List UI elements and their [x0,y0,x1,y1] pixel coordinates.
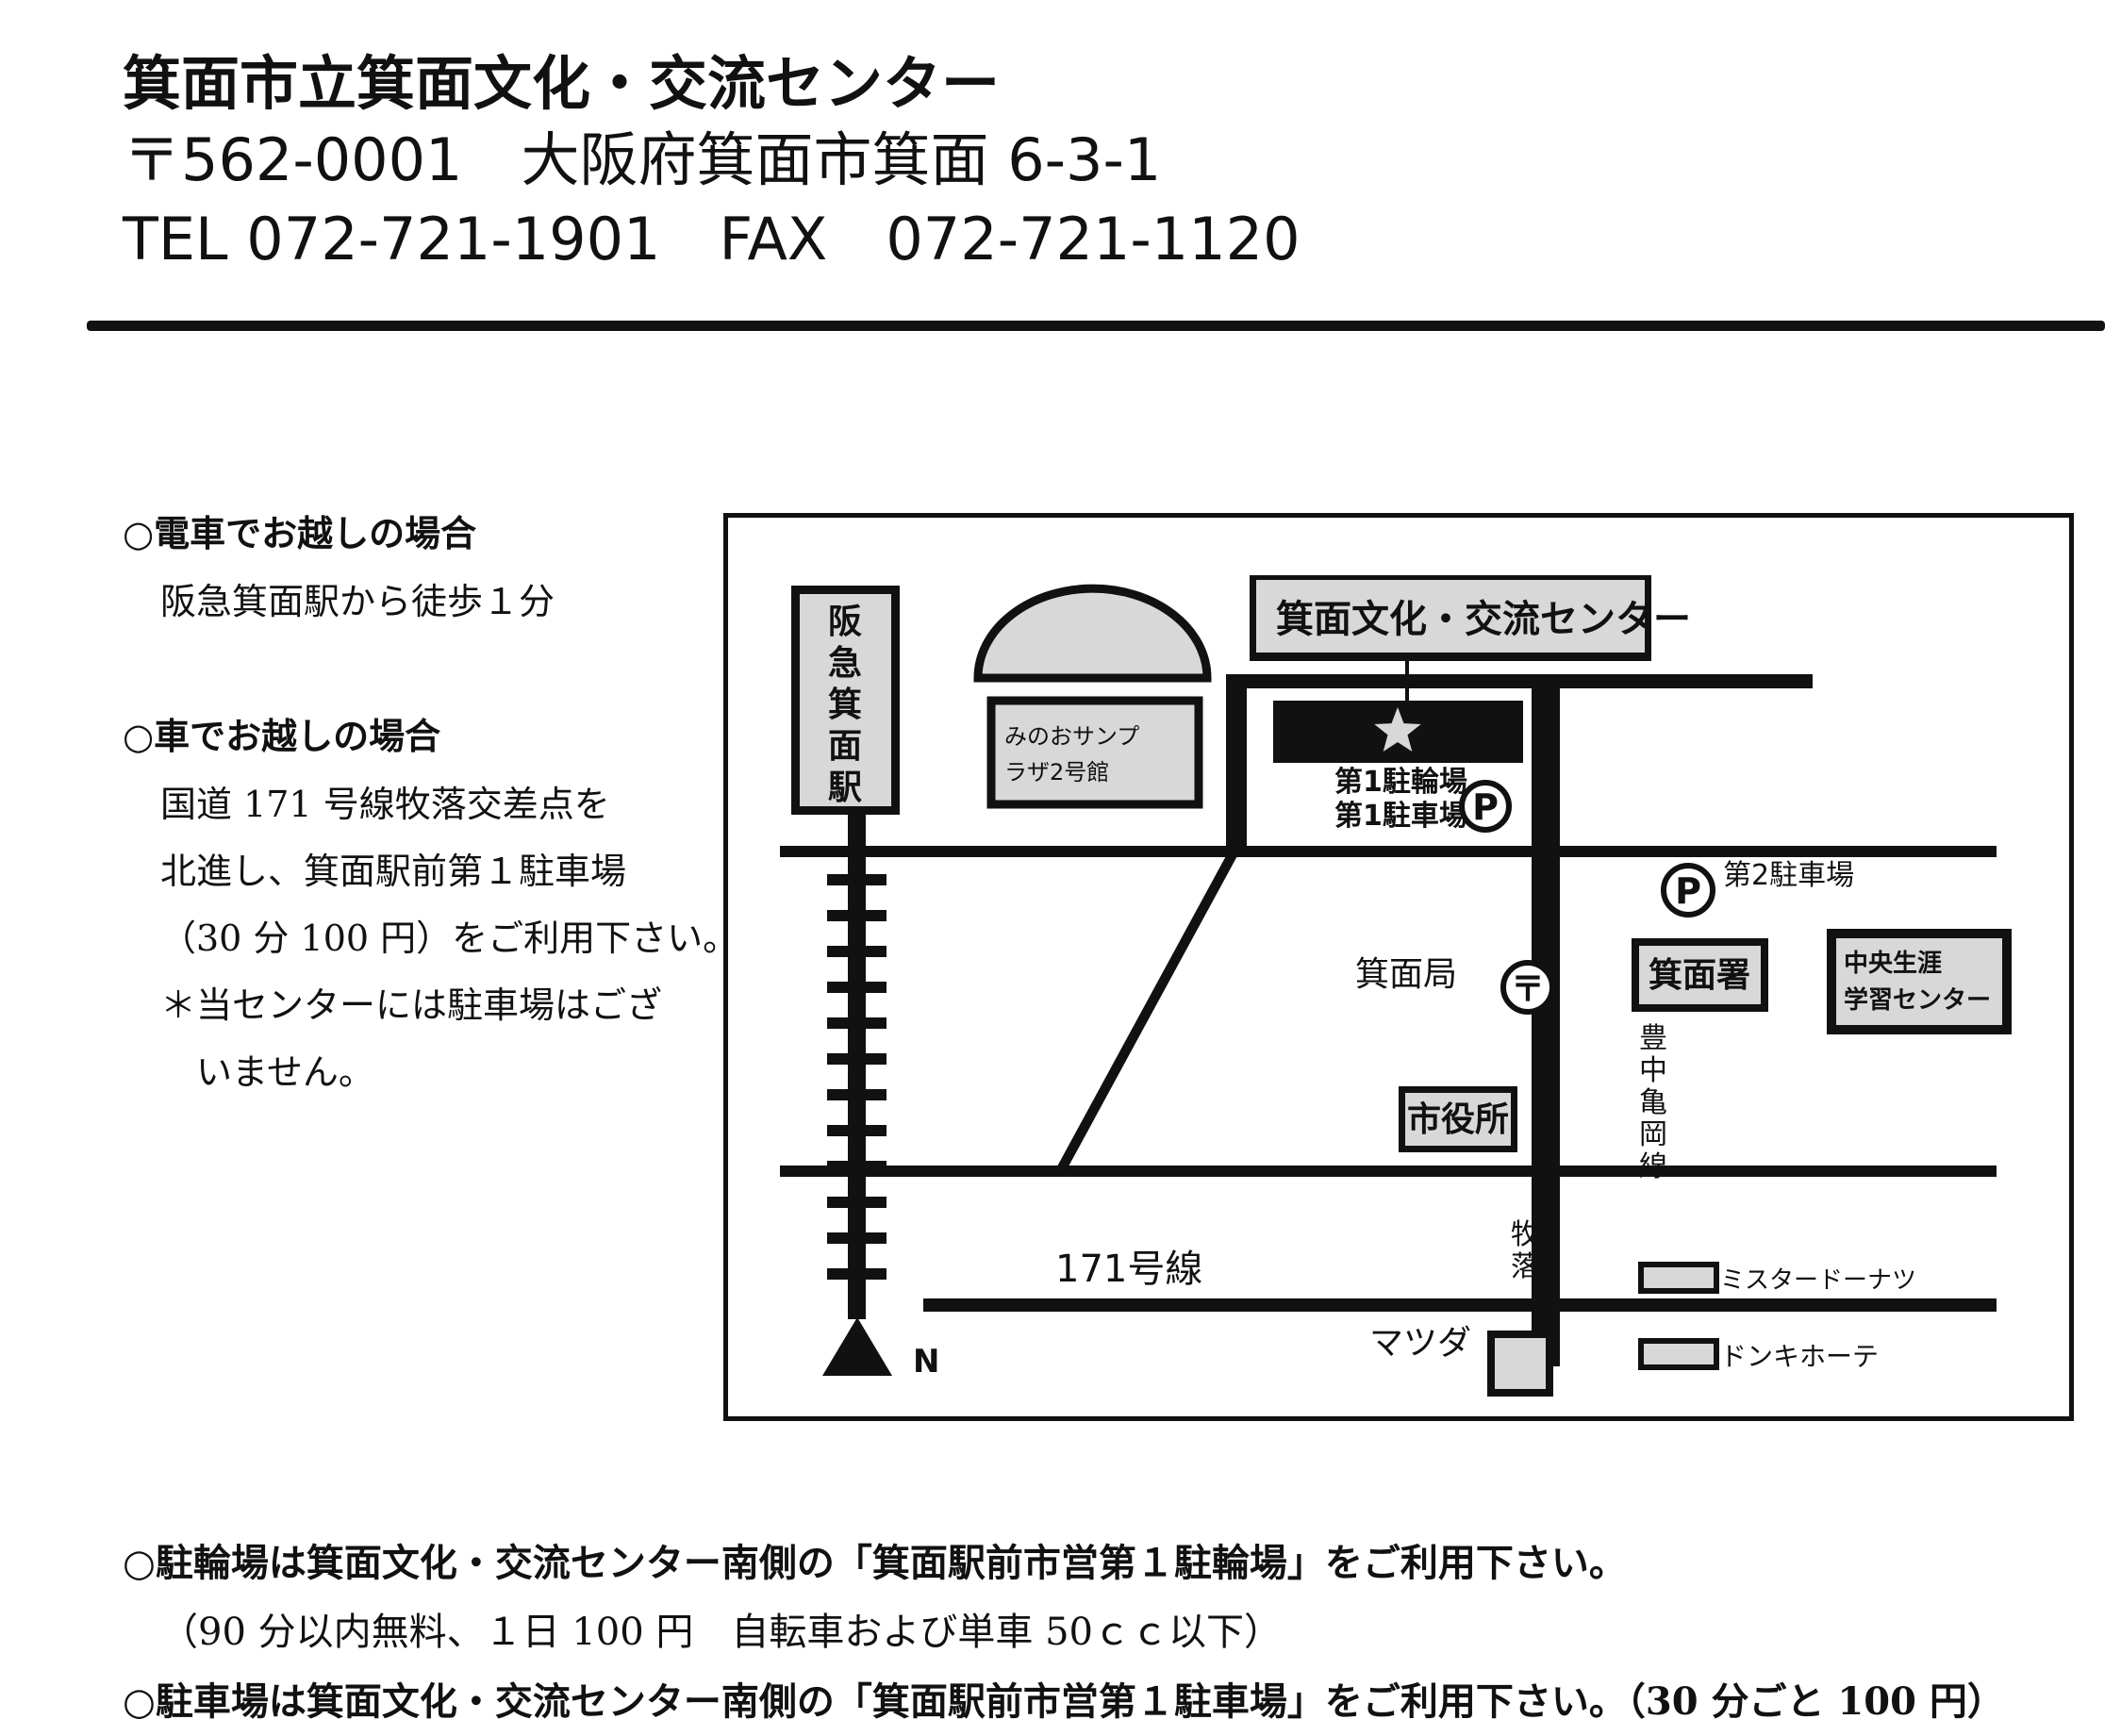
route-171-label: 171号線 [1055,1248,1202,1291]
star-icon [1374,707,1421,752]
road-north [1237,674,1813,688]
railway-tie [827,1161,887,1172]
car-line-2: 北進し、箕面駅前第１駐車場 [160,851,627,892]
roads [780,674,1997,1366]
railway-tie [827,1089,887,1100]
car-parking-2-label: 第2駐車場 [1723,859,1854,892]
railway-tie [827,1268,887,1280]
road-south [780,1166,1997,1177]
post-office-label: 箕面局 [1355,955,1457,994]
sunplaza-dome [973,584,1212,683]
road-vertical-label: 豊 中 亀 岡 線 [1639,1022,1677,1183]
railway-tie [827,1197,887,1208]
center-building [1273,701,1523,763]
facility-header: 箕面市立箕面文化・交流センター 〒562-0001 大阪府箕面市箕面 6-3-1… [123,47,1301,279]
road-middle [780,846,1997,857]
donki-label: ドンキホーテ [1720,1341,1879,1372]
footer-car: ○駐車場は箕面文化・交流センター南側の「箕面駅前市営第１駐車場」をご利用下さい。… [123,1679,2005,1724]
railway-tie [827,982,887,993]
car-line-4: ＊当センターには駐車場はござ [160,984,663,1026]
parking-1-symbol: P [1472,786,1499,828]
post-symbol: 〒 [1511,970,1545,1009]
car-line-3: （30 分 100 円）をご利用下さい。 [160,918,739,959]
mazda-building [1487,1331,1553,1397]
north-label: N [913,1343,939,1381]
city-hall: 市役所 [1399,1086,1517,1152]
police-station: 箕面署 [1632,938,1768,1012]
car-heading: ○車でお越しの場合 [123,715,441,757]
railway-tie [827,1017,887,1029]
train-heading: ○電車でお越しの場合 [123,512,477,554]
car-line-5: いません。 [160,1051,374,1093]
road-west-street [1226,674,1247,857]
map-svg: 阪 急 箕 面 駅 みのおサンプ ラザ2号館 箕面文化・交流センター [780,575,2012,1397]
post-office-icon: 〒 [1500,960,1555,1015]
footer-bike-fee: （90 分以内無料、１日 100 円 自転車および単車 50ｃｃ以下） [160,1611,1283,1654]
parking-2-icon: P [1661,863,1715,918]
mister-donut-label: ミスタードーナツ [1720,1266,1916,1295]
center-label: 箕面文化・交流センター [1276,598,1691,641]
city-hall-label: 市役所 [1407,1100,1509,1139]
railway-ties [827,874,887,1280]
sunplaza-label-1: みのおサンプ [1004,723,1139,750]
road-toyonaka-kameoka [1532,684,1560,1366]
road-route-171 [923,1298,1997,1312]
header-divider [87,321,2105,331]
car-line-1: 国道 171 号線牧落交差点を [160,784,610,825]
mazda-label: マツダ [1369,1324,1471,1363]
railway-tie [827,874,887,885]
donki-building [1638,1338,1719,1370]
facility-name: 箕面市立箕面文化・交流センター [123,49,1001,118]
sunplaza-label-2: ラザ2号館 [1004,759,1109,785]
railway [827,810,887,1319]
railway-tie [827,910,887,921]
north-arrow-icon [822,1317,892,1376]
car-parking-1-label: 第1駐車場 [1334,800,1467,833]
parking-2-symbol: P [1675,870,1701,912]
lifelong-learning-center: 中央生涯 学習センター [1827,929,2012,1034]
bike-parking-label: 第1駐輪場 [1334,766,1467,799]
lifelong-label-2: 学習センター [1844,985,1991,1015]
makiochi-label: 牧 落 [1511,1218,1549,1283]
tel-fax: TEL 072-721-1901 FAX 072-721-1120 [123,205,1301,273]
footer-bike: ○駐輪場は箕面文化・交流センター南側の「箕面駅前市営第１駐輪場」をご利用下さい。 [123,1541,1627,1585]
railway-tie [827,946,887,957]
station-label: 阪 急 箕 面 駅 [828,603,874,807]
train-text: 阪急箕面駅から徒歩１分 [160,581,555,622]
police-label: 箕面署 [1649,956,1750,995]
railway-tie [827,1125,887,1136]
railway-tie [827,1053,887,1065]
postal-address: 〒562-0001 大阪府箕面市箕面 6-3-1 [123,125,1162,194]
access-map: 阪 急 箕 面 駅 みのおサンプ ラザ2号館 箕面文化・交流センター [723,513,2074,1421]
minoo-sunplaza: みのおサンプ ラザ2号館 [973,584,1212,809]
road-diagonal [1052,852,1239,1177]
parking-1-icon: P [1459,780,1512,833]
hankyu-minoo-station: 阪 急 箕 面 駅 [791,586,900,815]
railway-tie [827,1232,887,1244]
mister-donut-building [1638,1262,1719,1294]
sunplaza-building [986,696,1203,809]
center-callout: 箕面文化・交流センター [1250,575,1691,718]
lifelong-label-1: 中央生涯 [1844,950,1942,978]
